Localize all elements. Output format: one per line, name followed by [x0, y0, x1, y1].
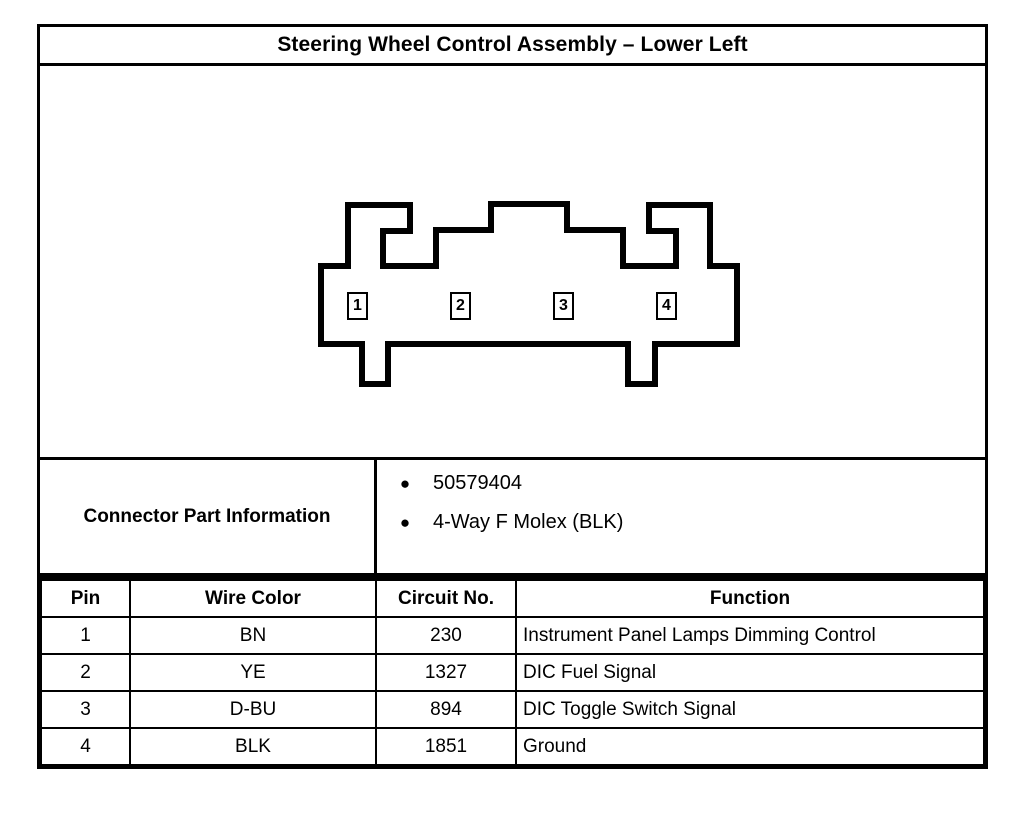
- connector-part-number: 50579404: [433, 472, 522, 494]
- connector-description: 4-Way F Molex (BLK): [433, 511, 624, 533]
- cell-circuit-no: 1851: [375, 727, 517, 766]
- table-header-row: Pin Wire Color Circuit No. Function: [40, 579, 985, 618]
- cell-pin: 3: [40, 690, 131, 729]
- title-bar: Steering Wheel Control Assembly – Lower …: [40, 27, 985, 66]
- pin-assignment-table-block: Pin Wire Color Circuit No. Function 1 BN…: [37, 576, 988, 769]
- cell-pin: 4: [40, 727, 131, 766]
- page-title: Steering Wheel Control Assembly – Lower …: [277, 33, 748, 56]
- connector-part-information-block: Connector Part Information ● 50579404 ● …: [37, 457, 988, 576]
- cell-function: DIC Fuel Signal: [515, 653, 985, 692]
- connector-diagram-panel: 1 2 3 4: [40, 66, 985, 460]
- cell-wire-color: YE: [129, 653, 377, 692]
- table-row: 3 D-BU 894 DIC Toggle Switch Signal: [40, 690, 985, 729]
- bullet-icon: ●: [399, 474, 411, 493]
- cell-wire-color: D-BU: [129, 690, 377, 729]
- column-header-pin: Pin: [40, 579, 131, 618]
- cell-function: Instrument Panel Lamps Dimming Control: [515, 616, 985, 655]
- pin-number-1: 1: [347, 292, 368, 320]
- cell-circuit-no: 230: [375, 616, 517, 655]
- pin-number-4: 4: [656, 292, 677, 320]
- diagram-block: Steering Wheel Control Assembly – Lower …: [37, 24, 988, 460]
- table-row: 4 BLK 1851 Ground: [40, 727, 985, 766]
- cell-wire-color: BN: [129, 616, 377, 655]
- pin-assignment-table: Pin Wire Color Circuit No. Function 1 BN…: [40, 579, 985, 766]
- bullet-icon: ●: [399, 513, 411, 532]
- cell-pin: 2: [40, 653, 131, 692]
- pin-number-2: 2: [450, 292, 471, 320]
- cell-circuit-no: 894: [375, 690, 517, 729]
- column-header-circuit-no: Circuit No.: [375, 579, 517, 618]
- list-item: ● 50579404: [377, 473, 985, 512]
- connector-outline-icon: [318, 201, 740, 387]
- cell-function: Ground: [515, 727, 985, 766]
- list-item: ● 4-Way F Molex (BLK): [377, 512, 985, 551]
- table-row: 1 BN 230 Instrument Panel Lamps Dimming …: [40, 616, 985, 655]
- table-row: 2 YE 1327 DIC Fuel Signal: [40, 653, 985, 692]
- cell-function: DIC Toggle Switch Signal: [515, 690, 985, 729]
- connector-part-information-label: Connector Part Information: [83, 505, 331, 527]
- cell-circuit-no: 1327: [375, 653, 517, 692]
- column-header-wire-color: Wire Color: [129, 579, 377, 618]
- column-header-function: Function: [515, 579, 985, 618]
- cell-wire-color: BLK: [129, 727, 377, 766]
- cell-pin: 1: [40, 616, 131, 655]
- pin-number-3: 3: [553, 292, 574, 320]
- connector-part-information-list: ● 50579404 ● 4-Way F Molex (BLK): [377, 460, 985, 573]
- connector-part-information-label-cell: Connector Part Information: [40, 460, 377, 573]
